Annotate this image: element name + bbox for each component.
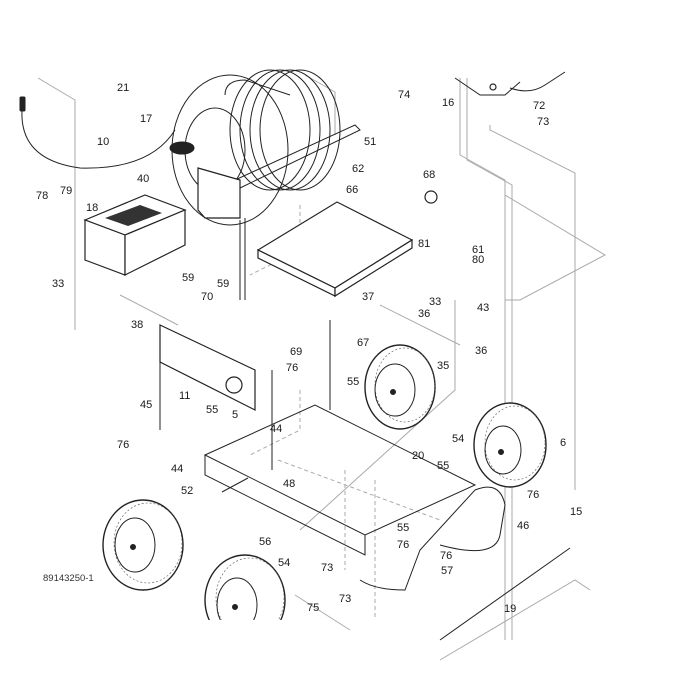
callout-c36a: 36	[418, 308, 430, 320]
callout-c18: 18	[86, 202, 98, 214]
callout-c55a: 55	[347, 376, 359, 388]
callout-c16: 16	[442, 97, 454, 109]
callout-c69: 69	[290, 346, 302, 358]
control-panel	[159, 320, 331, 470]
reel-mount-plate	[256, 190, 438, 298]
callout-c59b: 59	[217, 278, 229, 290]
engine-base	[454, 71, 566, 96]
callout-c33a: 33	[52, 278, 64, 290]
callout-c6: 6	[560, 437, 566, 449]
callout-c54a: 54	[452, 433, 464, 445]
callout-c19: 19	[504, 603, 516, 615]
callout-c56: 56	[259, 536, 271, 548]
callout-c17: 17	[140, 113, 152, 125]
callout-c76e: 76	[440, 550, 452, 562]
callout-c45: 45	[140, 399, 152, 411]
callout-c36b: 36	[475, 345, 487, 357]
callout-c76c: 76	[527, 489, 539, 501]
callout-c79: 79	[60, 185, 72, 197]
guide-lines	[37, 74, 607, 661]
callout-c73c: 73	[339, 593, 351, 605]
callout-c75: 75	[307, 602, 319, 614]
battery-box	[83, 194, 187, 276]
hose	[19, 96, 176, 169]
callout-c52: 52	[181, 485, 193, 497]
push-handle	[359, 486, 506, 591]
callout-c48: 48	[283, 478, 295, 490]
wheel-front-left	[102, 499, 184, 591]
callout-c44a: 44	[270, 423, 282, 435]
callout-c62: 62	[352, 163, 364, 175]
callout-c76d: 76	[397, 539, 409, 551]
callout-c21: 21	[117, 82, 129, 94]
callout-c40: 40	[137, 173, 149, 185]
document-id: 89143250-1	[43, 573, 94, 584]
callout-c76b: 76	[117, 439, 129, 451]
callout-c68: 68	[423, 169, 435, 181]
callout-c61: 61	[472, 244, 484, 256]
callout-c51: 51	[364, 136, 376, 148]
callout-c46: 46	[517, 520, 529, 532]
callout-c55c: 55	[437, 460, 449, 472]
callout-c74: 74	[398, 89, 410, 101]
callout-c43: 43	[477, 302, 489, 314]
callout-c20: 20	[412, 450, 424, 462]
callout-c57: 57	[441, 565, 453, 577]
callout-c10: 10	[97, 136, 109, 148]
wheel-rear-top	[364, 344, 436, 430]
callout-c81: 81	[418, 238, 430, 250]
callout-c35: 35	[437, 360, 449, 372]
callout-c38: 38	[131, 319, 143, 331]
callout-c66: 66	[346, 184, 358, 196]
callout-c55d: 55	[397, 522, 409, 534]
callout-c67: 67	[357, 337, 369, 349]
callout-c11: 11	[179, 390, 190, 402]
callout-c55b: 55	[206, 404, 218, 416]
wheel-front-right	[195, 554, 295, 650]
callout-c80: 80	[472, 254, 484, 266]
callout-c44b: 44	[171, 463, 183, 475]
callout-c5: 5	[232, 409, 238, 421]
callout-c59a: 59	[182, 272, 194, 284]
callout-c70: 70	[201, 291, 213, 303]
callout-c78: 78	[36, 190, 48, 202]
callout-c33b: 33	[429, 296, 441, 308]
callout-c76a: 76	[286, 362, 298, 374]
callout-c37: 37	[362, 291, 374, 303]
callout-c15: 15	[570, 506, 582, 518]
wheel-rear-bottom	[473, 402, 547, 488]
hose-reel	[169, 69, 361, 300]
callout-c73a: 73	[537, 116, 549, 128]
callout-c54b: 54	[278, 557, 290, 569]
callout-c72: 72	[533, 100, 545, 112]
rod	[439, 547, 571, 641]
base-frame	[203, 404, 477, 556]
callout-c73b: 73	[321, 562, 333, 574]
